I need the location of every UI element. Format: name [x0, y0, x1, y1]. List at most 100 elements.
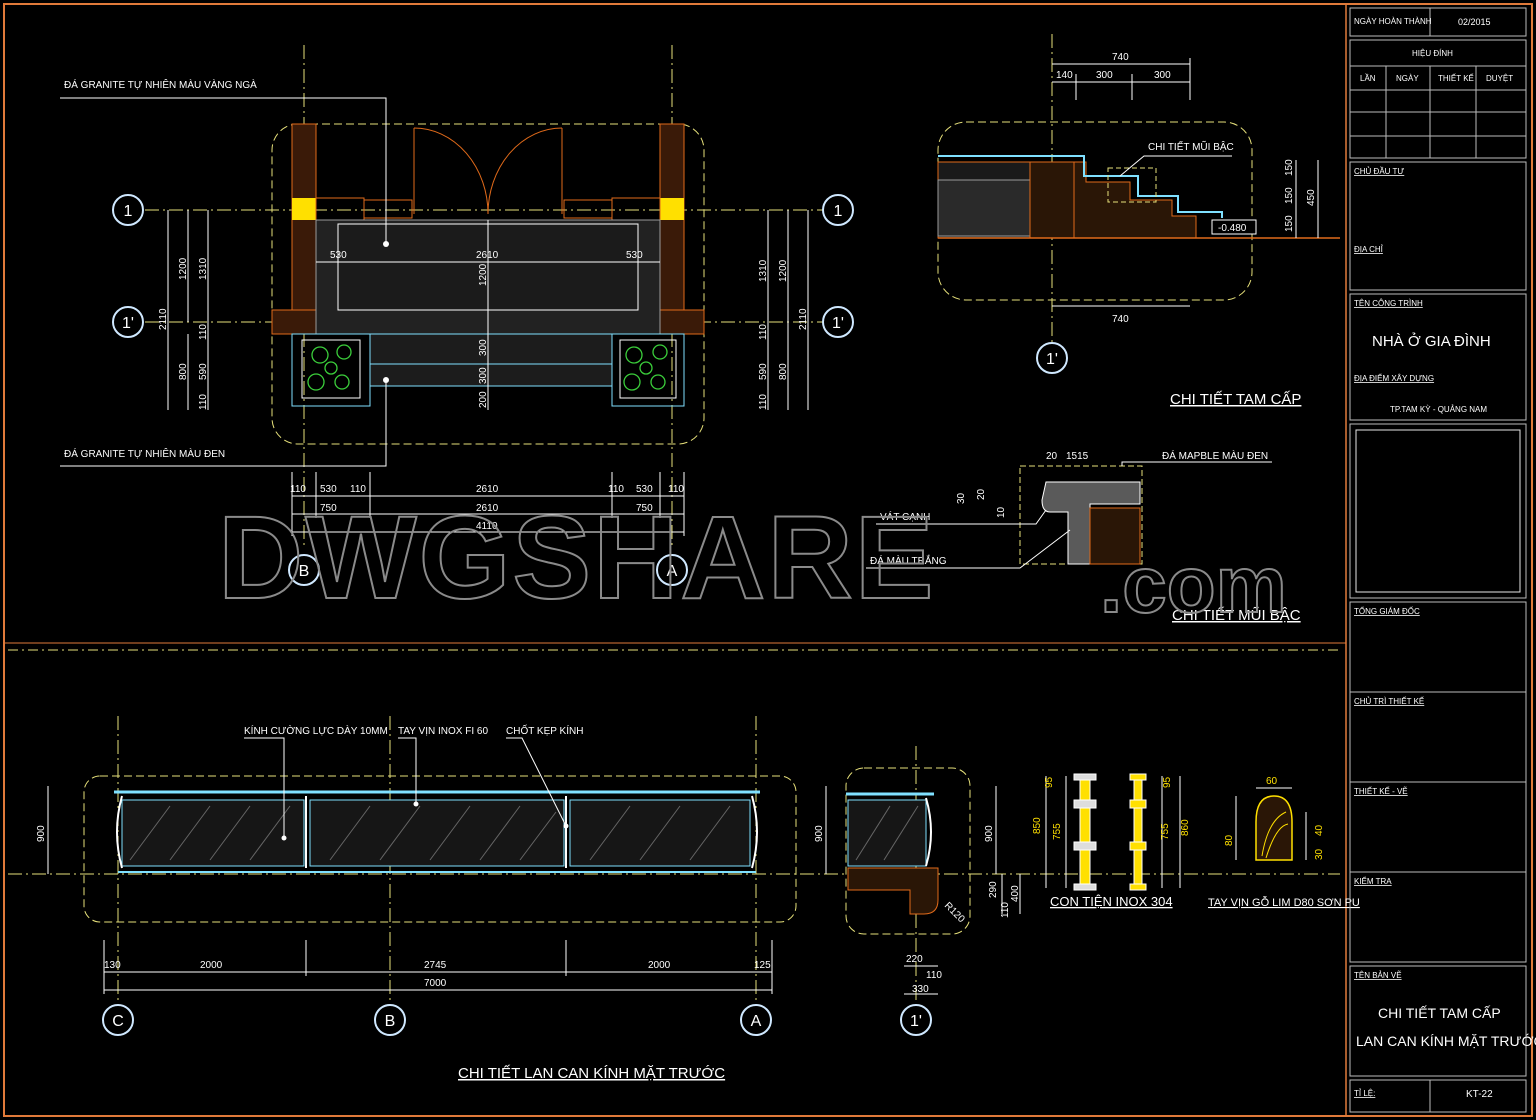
- railing-dim-7000: 7000: [424, 978, 447, 989]
- railing-dim-2000-a: 2000: [200, 960, 223, 971]
- nosing-dim-30: 30: [956, 492, 967, 504]
- plan-dim-530-left: 530: [330, 250, 347, 261]
- watermark-suffix: .com: [1100, 540, 1287, 629]
- baluster-dim-95-left: 95: [1044, 776, 1055, 788]
- plan-dim-110-b2: 110: [350, 484, 366, 495]
- plan-dim-2610-c: 2610: [476, 503, 499, 514]
- section-dim-330: 330: [912, 984, 929, 995]
- plan-dim-530-b2: 530: [636, 484, 653, 495]
- step-dim-740-top: 740: [1112, 52, 1129, 63]
- nosing-dim-20-side: 20: [976, 488, 987, 500]
- baluster-dim-850: 850: [1032, 817, 1043, 834]
- tb-rev-col-3: THIẾT KẾ: [1438, 73, 1474, 83]
- plan-dim-1310-right: 1310: [758, 259, 769, 282]
- baluster-dim-755-right: 755: [1160, 823, 1171, 840]
- baluster-dim-860: 860: [1180, 819, 1191, 836]
- watermark: DWGSHARE .com: [217, 491, 1288, 630]
- handrail-dim-40: 40: [1314, 824, 1325, 836]
- tb-completion-label: NGÀY HOÀN THÀNH: [1354, 17, 1432, 26]
- plan-dim-1200-right: 1200: [778, 259, 789, 282]
- title-block-text: NGÀY HOÀN THÀNH 02/2015 HIỆU ĐÍNH LẦN NG…: [1354, 17, 1536, 1100]
- plant-right-icon: [623, 344, 668, 391]
- railing-dim-900: 900: [36, 825, 47, 842]
- tb-rev-col-1: LẦN: [1360, 73, 1376, 83]
- axis-bubble-1p-left: 1': [122, 315, 134, 332]
- section-dim-290: 290: [988, 881, 999, 898]
- plan-dim-2610-b: 2610: [476, 484, 499, 495]
- railing-dim-2745: 2745: [424, 960, 447, 971]
- tb-rev-col-2: NGÀY: [1396, 74, 1419, 83]
- handrail-title: TAY VỊN GỖ LIM D80 SƠN PU: [1208, 896, 1360, 909]
- section-dim-110-bottom: 110: [926, 970, 942, 981]
- plan-dim-110-right-a: 110: [758, 324, 769, 340]
- section-dim-220: 220: [906, 954, 923, 965]
- nosing-label-marble: ĐÁ MAPBLE MÀU ĐEN: [1162, 449, 1268, 462]
- axis-bubble-a-plan: A: [667, 563, 678, 580]
- railing-label-clamp: CHỐT KẸP KÍNH: [506, 723, 583, 737]
- plan-dim-530-b: 530: [320, 484, 337, 495]
- watermark-main: DWGSHARE: [218, 492, 935, 624]
- tb-sheet-no: KT-22: [1466, 1089, 1493, 1100]
- handrail-dim-80: 80: [1224, 834, 1235, 846]
- tb-project-name: NHÀ Ở GIA ĐÌNH: [1372, 332, 1491, 350]
- axis-bubble-1-right: 1: [834, 203, 843, 220]
- plan-dim-2110-right: 2110: [798, 308, 809, 330]
- plan-dim-530-right: 530: [626, 250, 643, 261]
- baluster-title: CON TIỆN INOX 304: [1050, 894, 1173, 909]
- plan-dim-1310-left: 1310: [198, 257, 209, 280]
- railing-label-handrail: TAY VỊN INOX FI 60: [398, 726, 488, 737]
- axis-bubble-1p-right: 1': [832, 315, 844, 332]
- axis-bubble-b-railing: B: [385, 1013, 396, 1030]
- plan-dim-110-right-b: 110: [758, 394, 769, 410]
- step-title: CHI TIẾT TAM CẤP: [1170, 391, 1301, 408]
- sheet-frame: [3, 3, 1533, 1117]
- step-dim-300-b: 300: [1154, 70, 1171, 81]
- nosing-detail: ĐÁ MAPBLE MÀU ĐEN VÁT CẠNH ĐÁ MÀU TRẮNG …: [866, 449, 1301, 624]
- railing-label-glass: KÍNH CƯỜNG LỰC DÀY 10MM: [244, 724, 388, 737]
- step-dim-150-b: 150: [1284, 187, 1295, 204]
- tb-location: TP.TAM KỲ - QUẢNG NAM: [1390, 405, 1487, 414]
- plan-dim-800-right: 800: [778, 363, 789, 380]
- railing-dim-125: 125: [754, 960, 771, 971]
- plan-label-top: ĐÁ GRANITE TỰ NHIÊN MÀU VÀNG NGÀ: [64, 78, 257, 91]
- tb-completion-date: 02/2015: [1458, 17, 1491, 27]
- axis-bubble-a-railing: A: [751, 1013, 762, 1030]
- step-dim-450: 450: [1306, 189, 1317, 206]
- nosing-label-white: ĐÁ MÀU TRẮNG: [870, 554, 947, 567]
- title-block: [1349, 7, 1527, 1113]
- section-axis-bubble: 1': [910, 1013, 922, 1030]
- step-section: CHI TIẾT MŨI BẬC -0.480 740 140 300 300 …: [937, 34, 1340, 408]
- section-dim-900-left: 900: [814, 825, 825, 842]
- nosing-dim-10: 10: [996, 506, 1007, 518]
- nosing-label-chamfer: VÁT CẠNH: [880, 510, 930, 523]
- plan-dim-300-a: 300: [478, 339, 489, 356]
- plan-dim-590-left: 590: [198, 363, 209, 380]
- step-dim-150-c: 150: [1284, 215, 1295, 232]
- tb-address: ĐỊA CHỈ: [1354, 245, 1384, 254]
- tb-drawing-name-1: CHI TIẾT TAM CẤP: [1378, 1005, 1501, 1021]
- plan-label-bottom: ĐÁ GRANITE TỰ NHIÊN MÀU ĐEN: [64, 447, 225, 460]
- plan-dim-110-b3: 110: [608, 484, 624, 495]
- step-dim-150-a: 150: [1284, 159, 1295, 176]
- section-dim-110-side: 110: [1000, 902, 1011, 918]
- tb-drawing-name-2: LAN CAN KÍNH MẶT TRƯỚC: [1356, 1033, 1536, 1049]
- plan-dim-590-right: 590: [758, 363, 769, 380]
- plant-left-icon: [307, 344, 352, 391]
- plan-dim-110-b4: 110: [668, 484, 684, 495]
- tb-director: TỔNG GIÁM ĐỐC: [1354, 606, 1420, 616]
- section-dim-400: 400: [1010, 885, 1021, 902]
- step-level: -0.480: [1218, 223, 1247, 234]
- tb-rev-col-4: DUYỆT: [1486, 74, 1513, 83]
- tb-drawing-label: TÊN BẢN VẼ: [1354, 971, 1402, 980]
- section-dim-r120: R120: [942, 900, 967, 925]
- handrail-profile: 60 80 40 30 TAY VỊN GỖ LIM D80 SƠN PU: [1208, 776, 1360, 909]
- plan-dim-2110-left: 2110: [158, 308, 169, 330]
- tb-location-label: ĐỊA ĐIỂM XÂY DỰNG: [1354, 374, 1434, 383]
- railing-section: 900 900 290 400 110 R120 220 110 330 1': [814, 746, 1021, 1036]
- step-dim-300-a: 300: [1096, 70, 1113, 81]
- axis-bubble-c: C: [112, 1013, 124, 1030]
- nosing-dim-1515: 1515: [1066, 451, 1089, 462]
- plan-dim-1200-left: 1200: [178, 257, 189, 280]
- plan-dim-1200-inner: 1200: [478, 263, 489, 286]
